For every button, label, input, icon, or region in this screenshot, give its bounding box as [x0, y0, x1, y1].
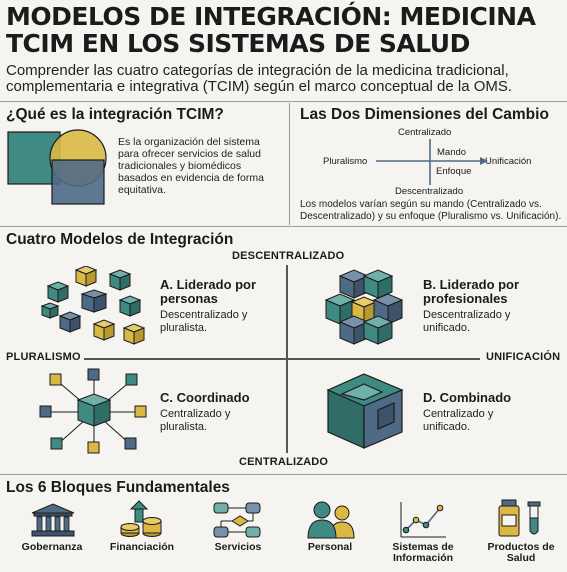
model-d-desc: Centralizado y unificado.	[423, 408, 494, 433]
dimension-bottom-label: Descentralizado	[395, 186, 464, 197]
dimension-cross-icon	[376, 139, 488, 185]
merged-cube-icon	[326, 373, 404, 449]
model-d-name: D. Combinado	[423, 390, 512, 405]
what-is-text: Es la organización del sistema para ofre…	[118, 136, 264, 196]
hub-network-icon	[39, 368, 147, 454]
page-subtitle: Comprender las cuatro categorías de inte…	[6, 62, 513, 95]
dimension-left-label: Pluralismo	[323, 156, 368, 167]
dimensions-note: Los modelos varían según su mando (Centr…	[300, 199, 562, 222]
overlap-shapes-icon	[7, 129, 107, 205]
what-is-heading: ¿Qué es la integración TCIM?	[6, 106, 224, 123]
scattered-cubes-icon	[40, 266, 146, 345]
people-icon	[307, 501, 355, 539]
title-line-2: TCIM EN LOS SISTEMAS DE SALUD	[6, 29, 470, 58]
line-chart-icon	[400, 502, 446, 538]
dimension-right-label: Unificación	[485, 156, 532, 167]
cube-cluster-icon	[324, 269, 404, 345]
model-a-name: A. Liderado por personas	[160, 277, 257, 306]
block-label-2: Servicios	[214, 541, 262, 553]
quadrant-horizontal-axis	[84, 358, 480, 360]
axis-right-label: UNIFICACIÓN	[486, 351, 561, 363]
medicine-bottle-icon	[498, 499, 541, 537]
axis-bottom-label: CENTRALIZADO	[239, 456, 329, 468]
block-label-3: Personal	[307, 541, 353, 553]
title-line-1: MODELOS DE INTEGRACIÓN: MEDICINA	[6, 2, 536, 31]
axis-top-label: DESCENTRALIZADO	[232, 250, 345, 262]
page-title: MODELOS DE INTEGRACIÓN: MEDICINA TCIM EN…	[6, 3, 562, 57]
government-building-icon	[31, 503, 75, 537]
block-label-5: Productos de Salud	[487, 541, 555, 564]
model-c-name: C. Coordinado	[160, 390, 250, 405]
model-c-desc: Centralizado y pluralista.	[160, 408, 231, 433]
coins-growth-icon	[120, 500, 162, 537]
dimensions-heading: Las Dos Dimensiones del Cambio	[300, 106, 549, 123]
divider-middle	[0, 226, 567, 227]
divider-vertical-top	[289, 103, 290, 225]
divider-header	[0, 101, 567, 102]
block-label-4: Sistemas de Información	[392, 541, 454, 564]
block-label-0: Gobernanza	[21, 541, 83, 553]
dimension-enfoque-label: Enfoque	[436, 166, 472, 177]
model-b-desc: Descentralizado y unificado.	[423, 309, 511, 334]
workflow-icon	[213, 502, 261, 538]
model-a-desc: Descentralizado y pluralista.	[160, 309, 248, 334]
dimension-top-label: Centralizado	[398, 127, 452, 138]
axis-left-label: PLURALISMO	[6, 351, 81, 363]
dimension-mando-label: Mando	[437, 147, 467, 158]
block-label-1: Financiación	[109, 541, 175, 553]
divider-bottom	[0, 474, 567, 475]
blocks-heading: Los 6 Bloques Fundamentales	[6, 479, 230, 496]
models-heading: Cuatro Modelos de Integración	[6, 231, 234, 248]
model-b-name: B. Liderado por profesionales	[423, 277, 520, 306]
